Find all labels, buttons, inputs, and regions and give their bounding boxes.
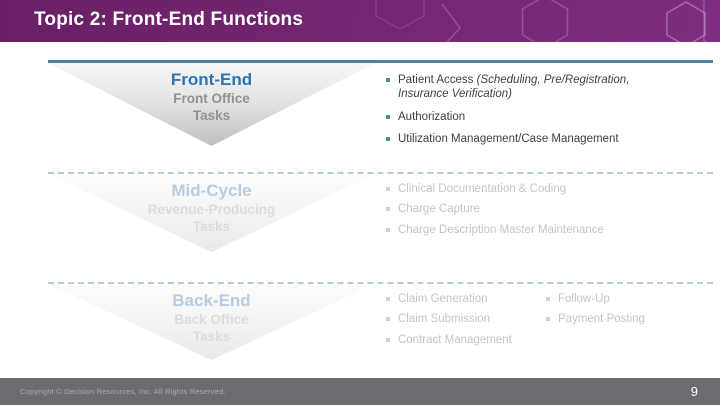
bullet-square-icon [386, 207, 390, 212]
bullet-square-icon [386, 78, 390, 82]
chevron-back-end: Back-End Back Office Tasks [48, 284, 375, 360]
slide-footer: Copyright © Decision Resources, Inc. All… [0, 378, 720, 405]
chevron-text: Mid-Cycle Revenue-Producing Tasks [48, 181, 375, 236]
list-item: Authorization [385, 110, 677, 124]
chevron-text: Front-End Front Office Tasks [48, 70, 375, 125]
list-item: Payment Posting [545, 312, 715, 326]
hexagon-outline [521, 0, 569, 42]
list-item: Charge Description Master Maintenance [385, 223, 705, 237]
copyright-text: Copyright © Decision Resources, Inc. All… [20, 387, 226, 396]
section-back-end: Back-End Back Office Tasks Claim Generat… [48, 282, 713, 380]
chevron-text: Back-End Back Office Tasks [48, 291, 375, 346]
bullet-text: Clinical Documentation & Coding [398, 183, 567, 195]
page-number: 9 [690, 384, 698, 399]
slide-title: Topic 2: Front-End Functions [34, 9, 304, 30]
bullet-list-front-end: Patient Access (Scheduling, Pre/Registra… [385, 63, 677, 155]
chevron-title: Back-End [172, 291, 251, 310]
section-front-end: Front-End Front Office Tasks Patient Acc… [48, 60, 713, 175]
chevron-subtitle: Back Office Tasks [174, 311, 249, 345]
bullet-square-icon [386, 227, 390, 232]
hexagon-outline [666, 1, 706, 42]
bullet-text: Payment Posting [558, 313, 645, 326]
chevron-title: Front-End [170, 70, 253, 89]
section-mid-cycle: Mid-Cycle Revenue-Producing Tasks Clinic… [48, 172, 713, 284]
list-item: Utilization Management/Case Management [385, 132, 677, 146]
list-item: Follow-Up [545, 292, 715, 306]
bullet-text: Contract Management [398, 333, 512, 346]
bullet-text: Authorization [398, 110, 466, 123]
list-item: Claim Generation [385, 292, 537, 306]
bullet-square-icon [386, 187, 390, 191]
hexagon-decoration-icon [375, 0, 708, 42]
bullet-square-icon [386, 317, 390, 322]
bullet-square-icon [386, 297, 390, 301]
bullet-square-icon [386, 137, 390, 142]
list-item: Clinical Documentation & Coding [385, 182, 705, 196]
chevron-subtitle: Revenue-Producing Tasks [147, 201, 276, 235]
chevron-mid-cycle: Mid-Cycle Revenue-Producing Tasks [48, 174, 375, 252]
bullet-text: Utilization Management/Case Management [398, 133, 619, 146]
chevron-front-end: Front-End Front Office Tasks [48, 63, 375, 146]
bullet-text: Claim Submission [398, 313, 491, 326]
bullet-square-icon [386, 114, 390, 119]
hexagon-outline [703, 0, 708, 42]
list-item: Contract Management [385, 333, 537, 347]
list-item: Charge Capture [385, 202, 705, 216]
bullet-square-icon [546, 317, 550, 322]
list-item: Patient Access (Scheduling, Pre/Registra… [385, 73, 677, 102]
slide-header: Topic 2: Front-End Functions [0, 0, 720, 42]
chevron-subtitle: Front Office Tasks [173, 90, 250, 124]
bullet-text: Follow-Up [558, 293, 610, 305]
bullet-text-italic: (Scheduling, Pre/Registration, Insurance… [398, 74, 630, 101]
hexagon-outline [441, 3, 461, 42]
bullet-square-icon [386, 337, 390, 342]
bullet-square-icon [546, 297, 550, 301]
bullet-text: Charge Description Master Maintenance [398, 223, 604, 236]
bullet-text: Charge Capture [398, 203, 480, 216]
bullet-text: Claim Generation [398, 293, 488, 305]
list-item: Claim Submission [385, 312, 537, 326]
bullet-text: Patient Access (Scheduling, Pre/Registra… [398, 74, 630, 101]
hexagon-outline [375, 0, 425, 30]
chevron-title: Mid-Cycle [171, 181, 252, 200]
